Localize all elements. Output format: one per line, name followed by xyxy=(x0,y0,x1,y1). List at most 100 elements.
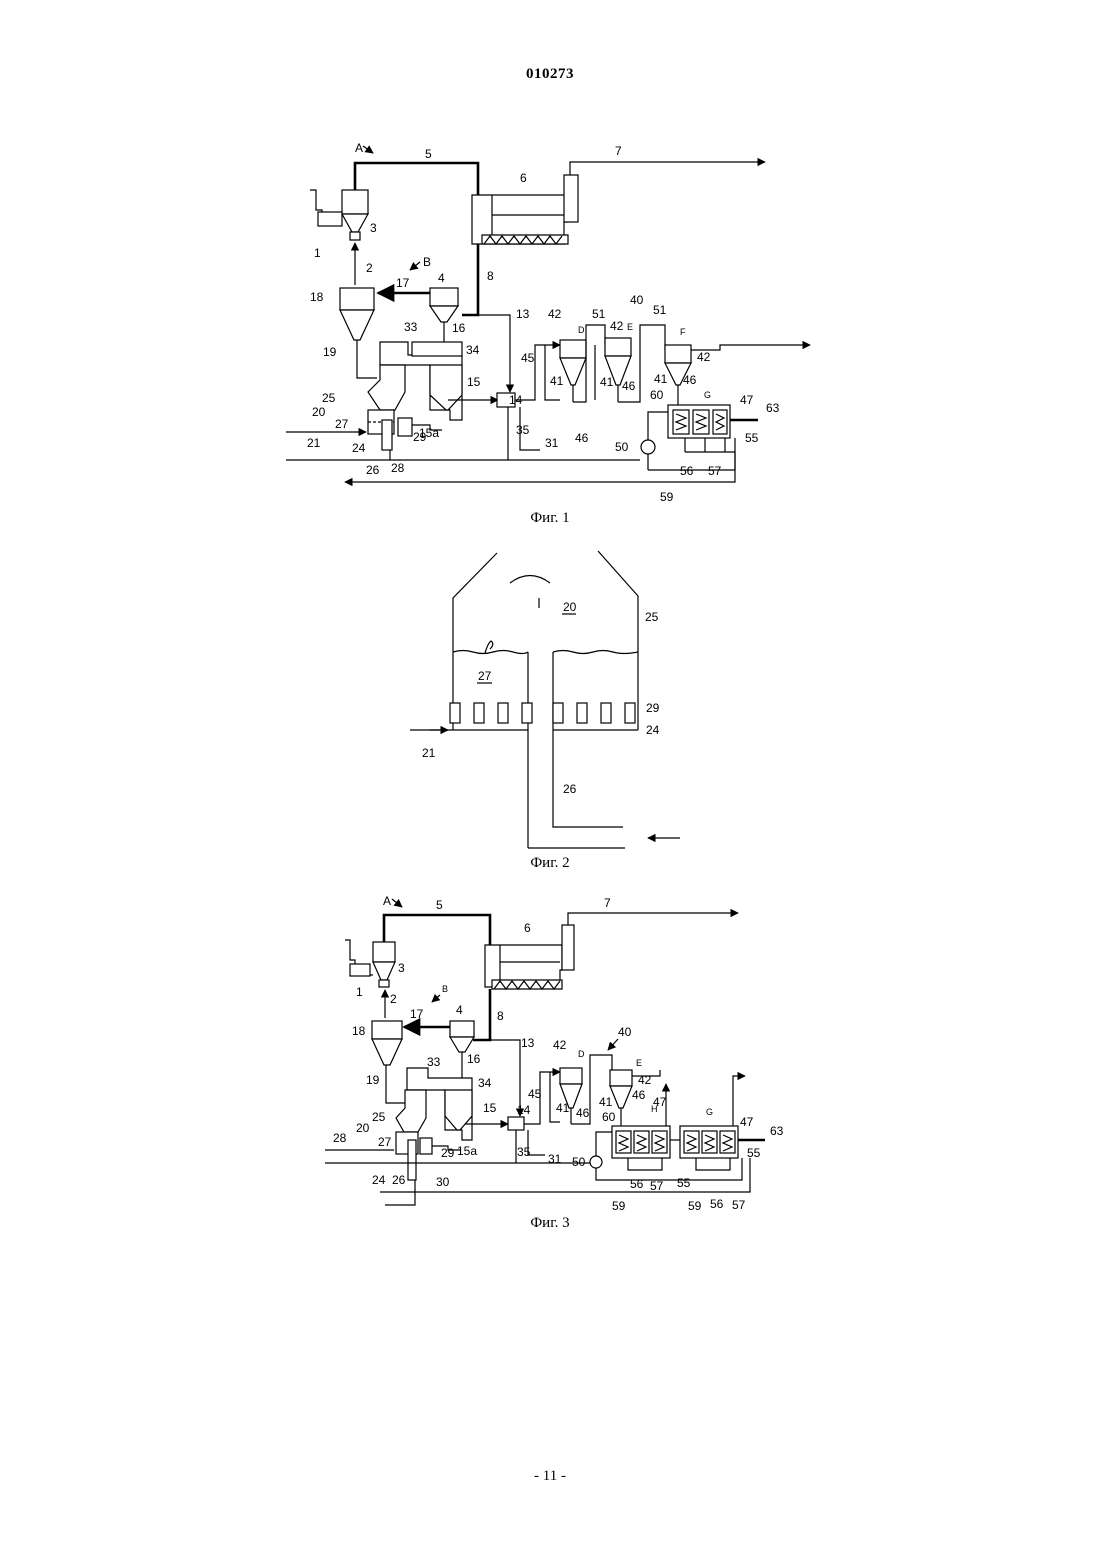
reference-label: 63 xyxy=(770,1124,784,1138)
reference-label: 47 xyxy=(740,393,754,407)
reference-label: 5 xyxy=(436,898,443,912)
reference-label: 17 xyxy=(410,1007,424,1021)
reference-label: 34 xyxy=(478,1076,492,1090)
reference-label: 57 xyxy=(732,1198,746,1212)
nozzle-29 xyxy=(450,703,460,723)
reference-label: 47 xyxy=(740,1115,754,1129)
reference-label: 41 xyxy=(599,1095,613,1109)
reference-label: 46 xyxy=(632,1088,646,1102)
line-41-D xyxy=(545,345,560,400)
reference-label: 42 xyxy=(548,307,562,321)
reference-label: 29 xyxy=(413,430,427,444)
reference-label: 50 xyxy=(572,1155,586,1169)
reference-label: 13 xyxy=(516,307,530,321)
reference-label: 24 xyxy=(352,441,366,455)
pipe-26 xyxy=(408,1140,416,1180)
reference-label: 20 xyxy=(356,1121,370,1135)
cyclone-4-body xyxy=(430,288,458,306)
reference-label: 26 xyxy=(392,1173,406,1187)
reference-label: 24 xyxy=(372,1173,386,1187)
feeder-1-box xyxy=(318,212,342,226)
pipe-26-right xyxy=(553,652,623,827)
line-19 xyxy=(386,1065,405,1103)
page-number: - 11 - xyxy=(0,1468,1100,1485)
reference-label: 19 xyxy=(366,1073,380,1087)
reference-label: 40 xyxy=(630,293,644,307)
reference-label: 15 xyxy=(467,375,481,389)
figure-3-caption: Фиг. 3 xyxy=(0,1215,1100,1232)
cyclone-3-body xyxy=(342,190,368,214)
reference-label: 56 xyxy=(710,1197,724,1211)
reference-label: 59 xyxy=(612,1199,626,1213)
cyclone-3-cone xyxy=(342,214,368,232)
reference-label: 29 xyxy=(441,1146,455,1160)
reference-label: 47 xyxy=(653,1095,667,1109)
cyclone-3-outlet xyxy=(350,232,360,240)
reference-label: 51 xyxy=(592,307,606,321)
reference-label: 26 xyxy=(366,463,380,477)
cyclone-D-body xyxy=(560,1068,582,1084)
reference-label: 7 xyxy=(604,896,611,910)
reference-label: 60 xyxy=(650,388,664,402)
reference-label: 21 xyxy=(422,746,436,760)
reference-label: F xyxy=(680,327,686,337)
reference-label: 57 xyxy=(708,464,722,478)
level-right xyxy=(553,651,638,654)
reference-label: 42 xyxy=(697,350,711,364)
reference-label: 30 xyxy=(436,1175,450,1189)
reference-label: 55 xyxy=(745,431,759,445)
reference-label: 20 xyxy=(563,600,577,614)
reference-label: 25 xyxy=(372,1110,386,1124)
reference-label: 17 xyxy=(396,276,410,290)
cyclone-E-body xyxy=(605,338,631,356)
reference-label: 6 xyxy=(524,921,531,935)
cyclone-18-body xyxy=(372,1021,402,1039)
reference-label: 27 xyxy=(478,669,492,683)
reference-label: 19 xyxy=(323,345,337,359)
line-5 xyxy=(384,915,490,945)
reference-label: 28 xyxy=(333,1131,347,1145)
line-8 xyxy=(462,244,478,315)
level-left xyxy=(453,651,528,654)
reference-label: 25 xyxy=(322,391,336,405)
reference-label: 25 xyxy=(645,610,659,624)
reference-label: 35 xyxy=(517,1145,531,1159)
pump-50 xyxy=(590,1156,602,1168)
figure-2: 20 25 27 29 24 21 26 xyxy=(0,545,1100,855)
reference-label: G xyxy=(704,390,711,400)
reference-label: D xyxy=(578,325,585,335)
reference-label: 15 xyxy=(483,1101,497,1115)
reference-label: D xyxy=(578,1049,585,1059)
reference-label: 16 xyxy=(467,1052,481,1066)
dome-arc xyxy=(510,576,550,584)
reference-label: 60 xyxy=(602,1110,616,1124)
reference-label: B xyxy=(423,255,431,269)
reference-label: 27 xyxy=(378,1135,392,1149)
reference-label: 50 xyxy=(615,440,629,454)
vessel-25 xyxy=(368,365,405,410)
pipe-29 xyxy=(420,1138,432,1154)
cyclone-3-cone xyxy=(373,962,395,980)
reference-label: 3 xyxy=(370,221,377,235)
vessel-25 xyxy=(396,1090,426,1132)
reference-label: 42 xyxy=(553,1038,567,1052)
cyclone-F-body xyxy=(665,345,691,363)
reference-label: 26 xyxy=(563,782,577,796)
reference-label: 46 xyxy=(576,1106,590,1120)
cyclone-3-body xyxy=(373,942,395,962)
reference-label: 59 xyxy=(688,1199,702,1213)
pipe-29 xyxy=(398,418,412,436)
reference-label: 18 xyxy=(352,1024,366,1038)
figure-1-drawing: A 5 6 7 3 1 B 2 4 8 18 17 13 33 16 19 34… xyxy=(0,130,1100,530)
line-19 xyxy=(357,340,377,378)
reference-label: 56 xyxy=(680,464,694,478)
reference-label: 28 xyxy=(391,461,405,475)
line-31 xyxy=(528,1130,545,1155)
cyclone-4-body xyxy=(450,1021,474,1037)
figure-1: A 5 6 7 3 1 B 2 4 8 18 17 13 33 16 19 34… xyxy=(0,130,1100,530)
reference-label: 29 xyxy=(646,701,660,715)
reference-label: 51 xyxy=(653,303,667,317)
reference-label: 7 xyxy=(615,144,622,158)
reference-label: 4 xyxy=(456,1003,463,1017)
reference-label: 21 xyxy=(307,436,321,450)
